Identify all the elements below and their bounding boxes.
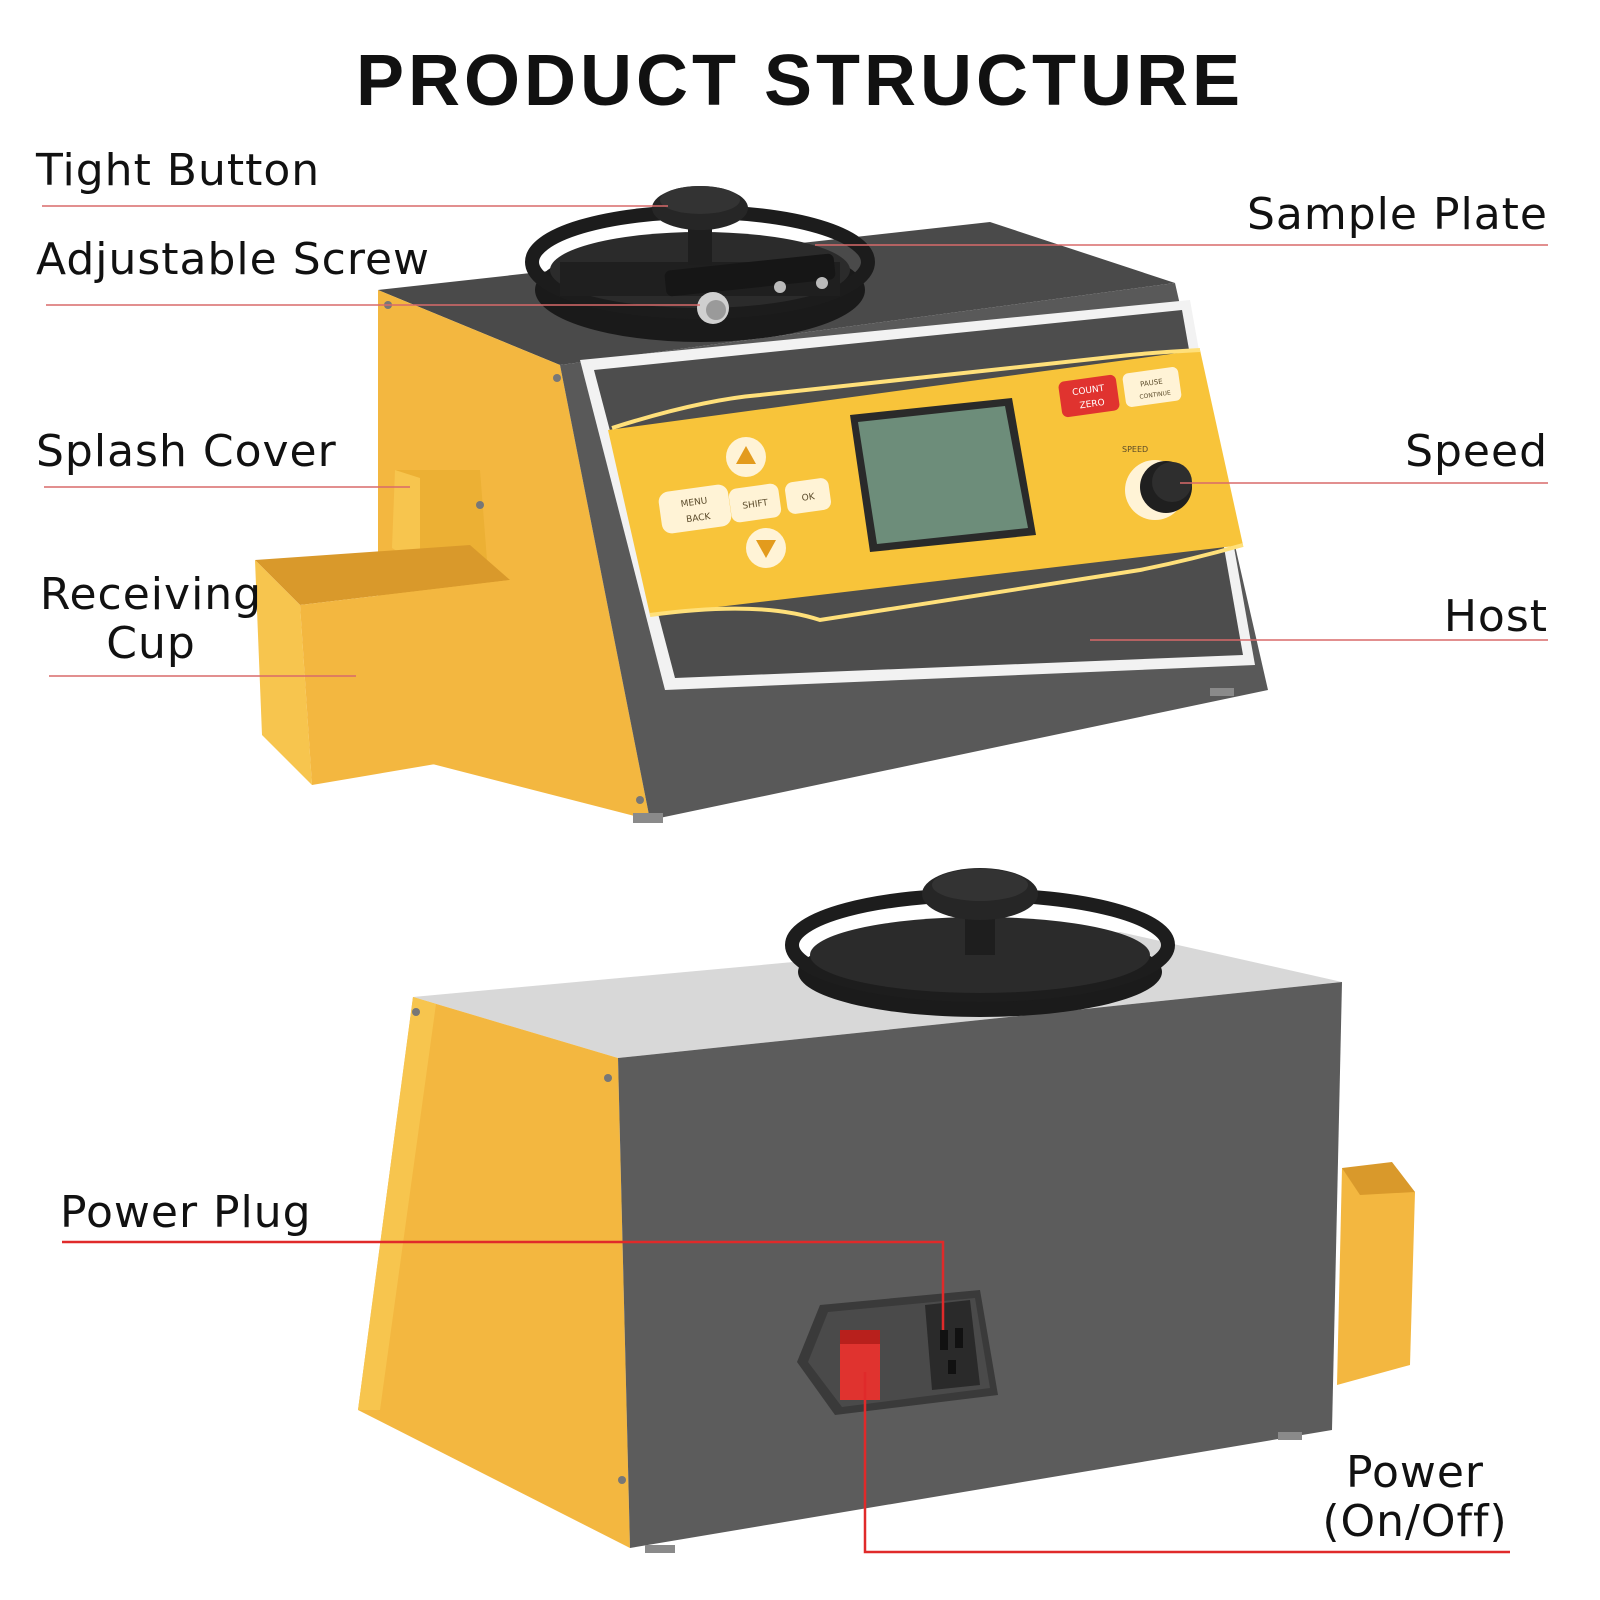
shift-text: SHIFT [742, 498, 769, 512]
label-power-plug: Power Plug [60, 1187, 312, 1238]
button-menu-back[interactable]: MENU BACK [657, 483, 732, 534]
speed-knob[interactable]: SPEED [1122, 445, 1192, 520]
label-tight-button: Tight Button [36, 145, 321, 196]
page-title: PRODUCT STRUCTURE [356, 41, 1244, 121]
pause-text: PAUSE [1140, 378, 1163, 389]
tight-button[interactable] [652, 186, 748, 265]
continue-text: CONTINUE [1139, 389, 1171, 400]
power-switch[interactable] [840, 1330, 880, 1400]
rear-tight-button [922, 868, 1038, 955]
button-ok[interactable]: OK [784, 477, 832, 515]
zero-text: ZERO [1079, 398, 1105, 411]
leader-power-plug [62, 1240, 945, 1330]
label-sample-plate: Sample Plate [1246, 189, 1548, 240]
band-highlight-bottom [649, 543, 1244, 623]
splash-cover [392, 470, 487, 565]
label-speed: Speed [1405, 426, 1548, 477]
sample-plate [525, 205, 875, 342]
label-receiving-cup-line1: Receiving [39, 569, 263, 620]
menu-text: MENU [680, 496, 708, 510]
rear-cup-rim [1342, 1162, 1415, 1195]
rear-face [618, 982, 1342, 1548]
count-text: COUNT [1072, 384, 1106, 398]
front-machine: MENU BACK SHIFT OK COUNT ZERO PAUSE CONT… [255, 186, 1268, 823]
label-host: Host [1443, 591, 1548, 642]
button-pause-continue[interactable]: PAUSE CONTINUE [1122, 366, 1182, 407]
label-splash-cover: Splash Cover [36, 426, 337, 477]
band-highlight [611, 348, 1201, 430]
label-power-line2: (On/Off) [1322, 1496, 1508, 1547]
rear-cup [1337, 1168, 1415, 1385]
rear-side-shade [358, 997, 436, 1410]
power-plug-socket[interactable] [925, 1300, 980, 1390]
receiving-cup [255, 545, 518, 785]
rear-machine [358, 868, 1415, 1553]
speed-text: SPEED [1122, 445, 1148, 454]
button-shift[interactable]: SHIFT [728, 483, 782, 524]
button-count-zero[interactable]: COUNT ZERO [1058, 374, 1120, 418]
leader-lines [42, 205, 1548, 1554]
label-adjustable-screw: Adjustable Screw [36, 234, 431, 285]
label-power-line1: Power [1345, 1447, 1485, 1498]
adjustable-screw[interactable] [697, 292, 729, 324]
button-up[interactable] [726, 437, 766, 477]
label-receiving-cup-line2: Cup [106, 618, 196, 669]
ok-text: OK [801, 492, 816, 504]
back-text: BACK [686, 512, 713, 525]
lcd-screen[interactable] [858, 406, 1028, 544]
rear-side [358, 997, 630, 1548]
leader-power [863, 1372, 1510, 1554]
button-down[interactable] [746, 528, 786, 568]
